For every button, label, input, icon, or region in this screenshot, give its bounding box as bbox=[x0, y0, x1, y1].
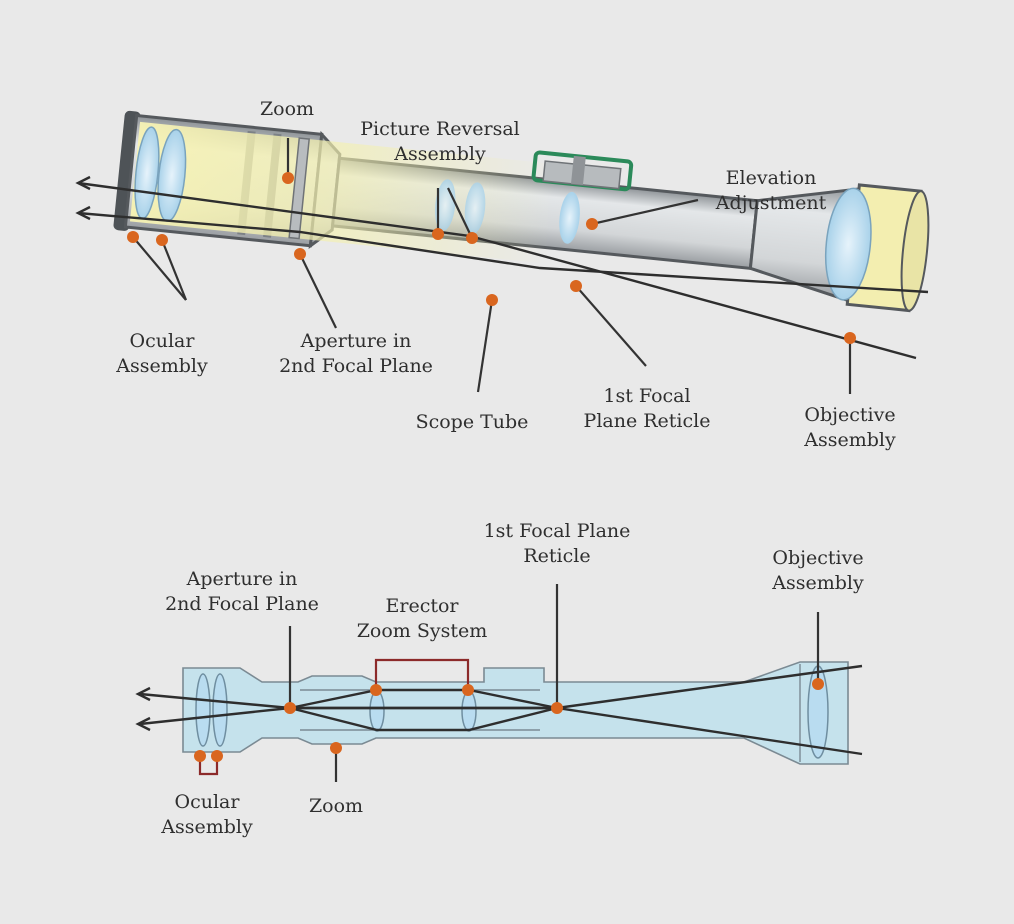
label-first-focal-bottom-line2: Reticle bbox=[523, 545, 590, 567]
label-objective-bottom-line2: Assembly bbox=[771, 572, 864, 594]
light-glow bbox=[129, 121, 558, 264]
objective-rim bbox=[900, 190, 930, 312]
label-ocular-bottom-line2: Assembly bbox=[160, 816, 253, 838]
ocular-bracket bbox=[198, 756, 219, 776]
leader-aperture-top bbox=[299, 253, 337, 329]
leader-ocular-2 bbox=[160, 239, 188, 301]
label-first-focal-bottom-line1: 1st Focal Plane bbox=[484, 520, 631, 542]
leader-ocular-1 bbox=[132, 236, 187, 301]
bottom-ocular-lens-2 bbox=[212, 673, 228, 747]
bottom-scope-schematic: 1st Focal Plane Reticle Objective Assemb… bbox=[135, 520, 864, 838]
bottom-light-ray-4 bbox=[289, 706, 558, 732]
bottom-light-ray-2a bbox=[139, 706, 291, 726]
bottom-dot-ocular-1 bbox=[194, 750, 206, 762]
bottom-dot-objective bbox=[812, 678, 824, 690]
bottom-dot-erector-2 bbox=[462, 684, 474, 696]
label-picture-reversal-line1: Picture Reversal bbox=[360, 118, 520, 140]
aperture-ring bbox=[288, 137, 311, 240]
erector-lens-1 bbox=[369, 690, 385, 732]
label-ocular-bottom-line1: Ocular bbox=[175, 791, 241, 813]
callout-dot-reversal-2 bbox=[466, 232, 478, 244]
label-objective-bottom-line1: Objective bbox=[772, 547, 863, 569]
label-erector-line1: Erector bbox=[386, 595, 460, 617]
reversal-lens-2 bbox=[464, 182, 486, 235]
bottom-dot-ocular-2 bbox=[211, 750, 223, 762]
label-scope-tube: Scope Tube bbox=[416, 411, 529, 433]
label-objective-top-line1: Objective bbox=[804, 404, 895, 426]
label-zoom-top: Zoom bbox=[260, 98, 314, 120]
top-light-ray-1 bbox=[77, 211, 929, 294]
label-ocular-top-line2: Assembly bbox=[115, 355, 208, 377]
bottom-dot-aperture bbox=[284, 702, 296, 714]
turret-knob bbox=[571, 155, 586, 185]
label-picture-reversal-line2: Assembly bbox=[393, 143, 486, 165]
label-aperture-bottom-line2: 2nd Focal Plane bbox=[165, 593, 319, 615]
leader-scope-tube bbox=[476, 299, 494, 393]
label-ocular-top-line1: Ocular bbox=[130, 330, 196, 352]
leader-first-focal-top bbox=[575, 285, 647, 367]
callout-dot-reversal-1 bbox=[432, 228, 444, 240]
label-erector-line2: Zoom System bbox=[357, 620, 488, 642]
callout-dot-first-focal bbox=[570, 280, 582, 292]
bottom-ocular-lens-1 bbox=[195, 673, 211, 747]
label-aperture-top-line1: Aperture in bbox=[300, 330, 412, 352]
bottom-scope-outline bbox=[182, 661, 849, 765]
callout-dot-objective bbox=[844, 332, 856, 344]
top-scope-cutaway: Zoom Picture Reversal Assembly Elevation… bbox=[75, 98, 930, 451]
erector-lens-2 bbox=[461, 690, 477, 732]
callout-dot-zoom bbox=[282, 172, 294, 184]
label-aperture-bottom-line1: Aperture in bbox=[186, 568, 298, 590]
top-scope-body bbox=[113, 110, 930, 313]
leader-elevation bbox=[591, 198, 699, 226]
callout-dot-ocular-1 bbox=[127, 231, 139, 243]
label-aperture-top-line2: 2nd Focal Plane bbox=[279, 355, 433, 377]
bottom-light-ray-3 bbox=[289, 688, 558, 710]
top-arrowhead-2 bbox=[75, 205, 91, 221]
label-zoom-bottom: Zoom bbox=[309, 795, 363, 817]
erector-bracket bbox=[374, 658, 470, 690]
bottom-dot-first-focal bbox=[551, 702, 563, 714]
callout-dot-scope-tube bbox=[486, 294, 498, 306]
top-arrowhead-1 bbox=[75, 175, 91, 191]
callout-dot-ocular-2 bbox=[156, 234, 168, 246]
label-first-focal-top-line2: Plane Reticle bbox=[584, 410, 711, 432]
bottom-dot-erector-1 bbox=[370, 684, 382, 696]
callout-dot-elevation bbox=[586, 218, 598, 230]
label-objective-top-line2: Assembly bbox=[803, 429, 896, 451]
bottom-arrowhead-1 bbox=[135, 686, 151, 702]
callout-dot-aperture bbox=[294, 248, 306, 260]
label-first-focal-top-line1: 1st Focal bbox=[603, 385, 690, 407]
reticle-lens bbox=[559, 191, 580, 244]
label-elevation-line2: Adjustment bbox=[715, 192, 827, 214]
leader-reversal-2 bbox=[447, 187, 473, 239]
objective-lens bbox=[824, 187, 872, 301]
bottom-arrowhead-2 bbox=[135, 716, 151, 732]
label-elevation-line1: Elevation bbox=[726, 167, 817, 189]
bottom-dot-zoom bbox=[330, 742, 342, 754]
